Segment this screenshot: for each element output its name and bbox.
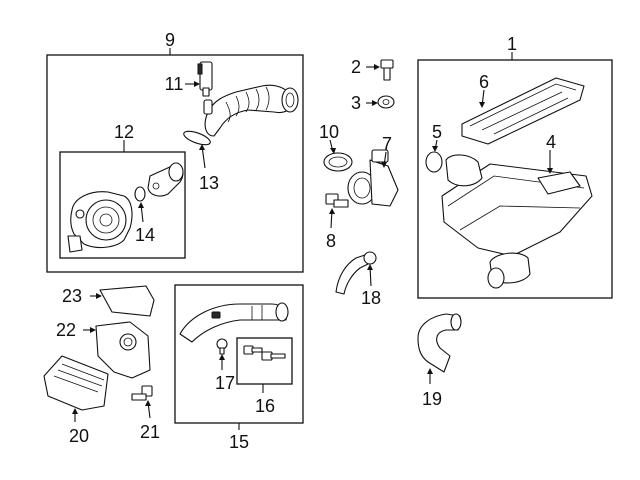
callout-5: 5 [432, 122, 442, 142]
elbow-hose-part-19 [417, 313, 462, 373]
group-frame-12 [59, 151, 186, 259]
clamp-part-13 [183, 130, 211, 146]
callout-10: 10 [319, 122, 339, 142]
callout-9: 9 [165, 30, 175, 50]
washer-part-3 [377, 95, 395, 109]
maf-sensor-part-7 [347, 149, 399, 207]
clamp-part-10 [323, 152, 353, 172]
callout-17: 17 [215, 373, 235, 393]
callout-8: 8 [326, 231, 336, 251]
callout-1: 1 [507, 34, 517, 54]
callout-21: 21 [140, 422, 160, 442]
callout-18: 18 [361, 288, 381, 308]
throttle-body-part-12 [67, 191, 133, 253]
bolt-part-21 [131, 385, 153, 401]
callout-20: 20 [69, 426, 89, 446]
callout-16: 16 [255, 396, 275, 416]
air-filter-part-6 [461, 77, 585, 145]
leader-lines [72, 48, 553, 430]
callout-15: 15 [229, 432, 249, 452]
bolts-part-16 [243, 345, 286, 361]
fastener-part-17 [216, 338, 228, 355]
air-cleaner-housing-part-1 [441, 154, 593, 289]
callout-6: 6 [479, 72, 489, 92]
callout-14: 14 [135, 225, 155, 245]
callout-2: 2 [351, 57, 361, 77]
pipe-part-15 [179, 302, 289, 343]
cover-part-23 [99, 285, 155, 317]
callout-23: 23 [62, 286, 82, 306]
callout-7: 7 [382, 134, 392, 154]
air-inlet-part-20 [43, 355, 109, 411]
group-frame-16 [236, 337, 293, 385]
resonator-part-22 [95, 321, 151, 379]
bolt-part-8 [325, 193, 349, 208]
callout-19: 19 [422, 389, 442, 409]
callout-12: 12 [114, 122, 134, 142]
callout-11: 11 [165, 74, 184, 94]
adapter-part-12b [147, 162, 184, 197]
callout-22: 22 [56, 320, 76, 340]
group-frame-1 [417, 59, 613, 299]
callout-4: 4 [546, 132, 556, 152]
callout-13: 13 [199, 173, 219, 193]
intake-duct-part-9 [203, 84, 299, 137]
grommet-part-5 [425, 151, 443, 173]
bolt-part-2 [380, 59, 394, 81]
sensor-part-11 [197, 61, 213, 97]
callout-3: 3 [351, 93, 361, 113]
oring-part-14 [134, 186, 146, 202]
group-frame-9 [46, 54, 304, 273]
